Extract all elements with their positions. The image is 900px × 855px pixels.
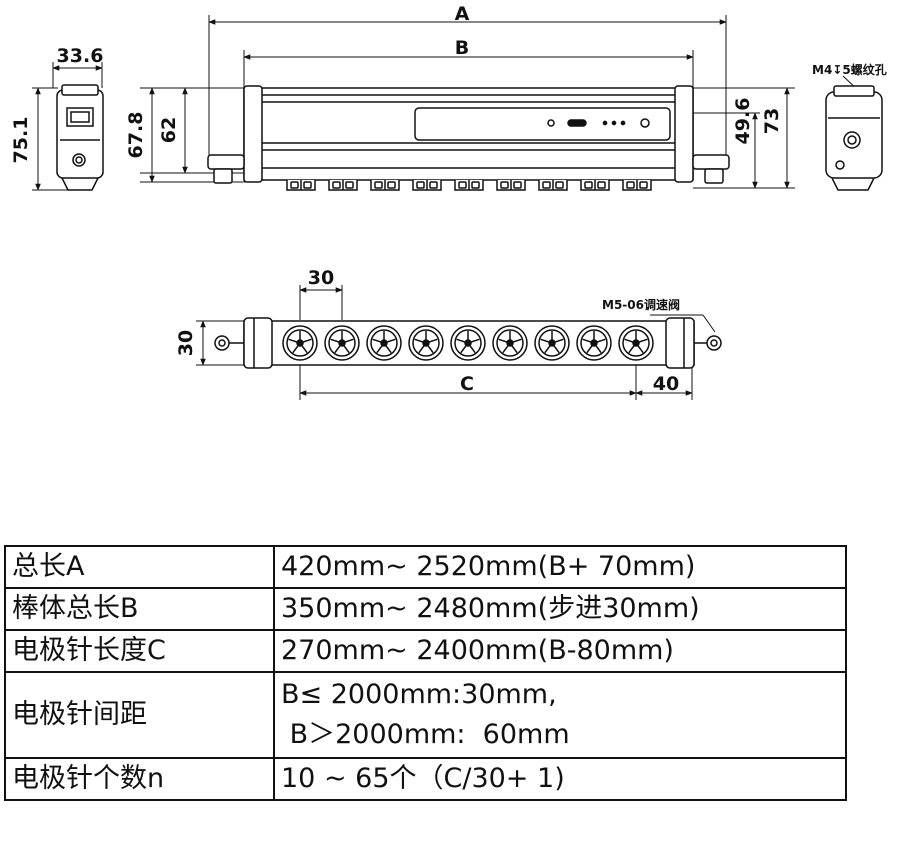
spec-value-line: 270mm~ 2400mm(B-80mm) (281, 635, 674, 666)
emitter-pin-bottom (450, 325, 486, 361)
emitter-pin-bottom (282, 325, 318, 361)
left-end-view (32, 62, 104, 191)
spec-value: 270mm~ 2400mm(B-80mm) (273, 629, 847, 673)
spec-value: 420mm~ 2520mm(B+ 70mm) (273, 545, 847, 589)
dim-pitch: 30 (308, 267, 334, 289)
dim-end-offset: 40 (653, 373, 679, 395)
note-thread-hole: M4↧5螺纹孔 (812, 62, 887, 77)
spec-value-line: B＞2000mm: 60mm (281, 719, 570, 750)
dim-bar-width: 30 (175, 330, 197, 356)
emitter-nozzle-front (370, 180, 400, 191)
emitter-nozzle-front (412, 180, 442, 191)
spec-row: 电极针个数n 10 ~ 65个（C/30+ 1) (4, 757, 847, 801)
dim-height-right-outer: 73 (761, 108, 783, 134)
spec-row: 棒体总长B 350mm~ 2480mm(步进30mm) (4, 587, 847, 631)
emitter-nozzle-front (454, 180, 484, 191)
dim-end-height-left: 75.1 (10, 117, 32, 164)
emitter-nozzle-front (496, 180, 526, 191)
emitter-pin-bottom (408, 325, 444, 361)
emitter-nozzle-front (580, 180, 610, 191)
dim-label-a: A (455, 3, 470, 25)
dim-height-inner: 62 (158, 117, 180, 143)
spec-value-line: 10 ~ 65个（C/30+ 1) (281, 763, 565, 794)
spec-value-line: 420mm~ 2520mm(B+ 70mm) (281, 551, 696, 582)
emitter-pin-bottom (492, 325, 528, 361)
dim-end-width: 33.6 (57, 45, 104, 67)
emitter-pin-bottom (324, 325, 360, 361)
dim-label-c: C (460, 373, 474, 395)
emitter-nozzle-front (538, 180, 568, 191)
technical-drawing: 33.6 75.1 (10, 3, 887, 400)
spec-value: 10 ~ 65个（C/30+ 1) (273, 757, 847, 801)
emitter-pin-bottom (618, 325, 654, 361)
emitter-nozzle-front (622, 180, 652, 191)
spec-value-line: 350mm~ 2480mm(步进30mm) (281, 593, 700, 624)
dim-height-right-inner: 49.6 (732, 98, 754, 145)
spec-row: 总长A 420mm~ 2520mm(B+ 70mm) (4, 545, 847, 589)
emitter-pin-bottom (534, 325, 570, 361)
spec-label: 总长A (4, 545, 275, 589)
spec-label: 电极针长度C (4, 629, 275, 673)
emitter-nozzle-front (328, 180, 358, 191)
front-view (140, 15, 795, 191)
emitter-nozzle-front (286, 180, 316, 191)
spec-value: B≤ 2000mm:30mm, B＞2000mm: 60mm (273, 671, 847, 759)
dim-height-outer: 67.8 (125, 112, 147, 159)
bottom-view (196, 285, 722, 400)
emitter-pin-bottom (366, 325, 402, 361)
note-speed-valve: M5-06调速阀 (602, 297, 680, 312)
dim-label-b: B (455, 37, 469, 59)
spec-label: 电极针间距 (4, 671, 275, 759)
spec-row: 电极针长度C 270mm~ 2400mm(B-80mm) (4, 629, 847, 673)
right-end-view (825, 75, 883, 191)
spec-label: 电极针个数n (4, 757, 275, 801)
spec-value-line: B≤ 2000mm:30mm, (281, 679, 557, 710)
spec-row: 电极针间距 B≤ 2000mm:30mm, B＞2000mm: 60mm (4, 671, 847, 759)
spec-table: 总长A 420mm~ 2520mm(B+ 70mm) 棒体总长B 350mm~ … (4, 545, 847, 801)
spec-value: 350mm~ 2480mm(步进30mm) (273, 587, 847, 631)
spec-label: 棒体总长B (4, 587, 275, 631)
emitter-pin-bottom (576, 325, 612, 361)
